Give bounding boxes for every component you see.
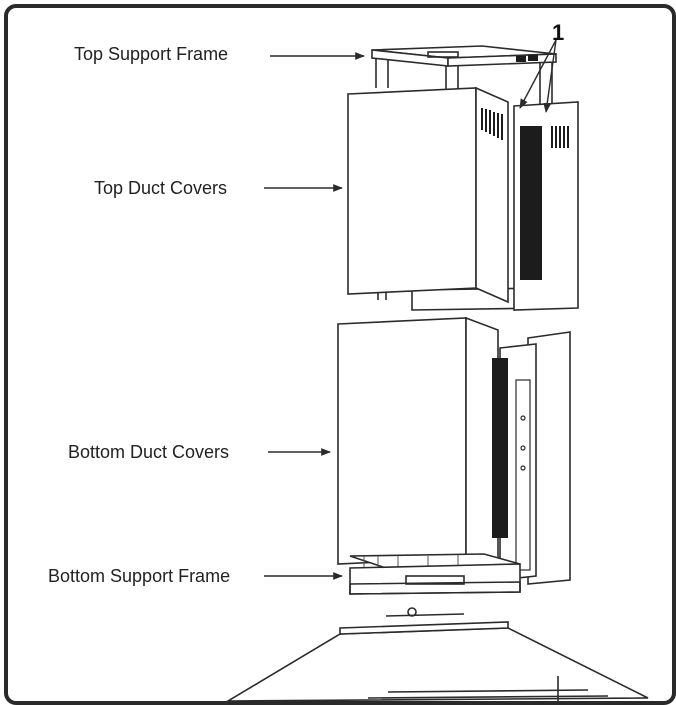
top-duct-covers <box>347 86 579 311</box>
label-leaders <box>264 39 557 580</box>
top-support-frame <box>371 45 557 104</box>
label-bottom-duct-covers: Bottom Duct Covers <box>68 442 230 462</box>
label-bottom-support-frame: Bottom Support Frame <box>48 566 231 586</box>
bottom-support-frame <box>349 553 521 595</box>
diagram-frame: Top Support Frame Top Duct Covers Bottom… <box>4 4 676 705</box>
callout-number: 1 <box>552 20 565 45</box>
label-top-support-frame: Top Support Frame <box>74 44 229 64</box>
exploded-assembly-drawing <box>226 39 649 701</box>
bottom-duct-covers <box>337 316 571 585</box>
range-hood-body <box>226 607 649 701</box>
label-top-duct-covers: Top Duct Covers <box>94 178 228 198</box>
